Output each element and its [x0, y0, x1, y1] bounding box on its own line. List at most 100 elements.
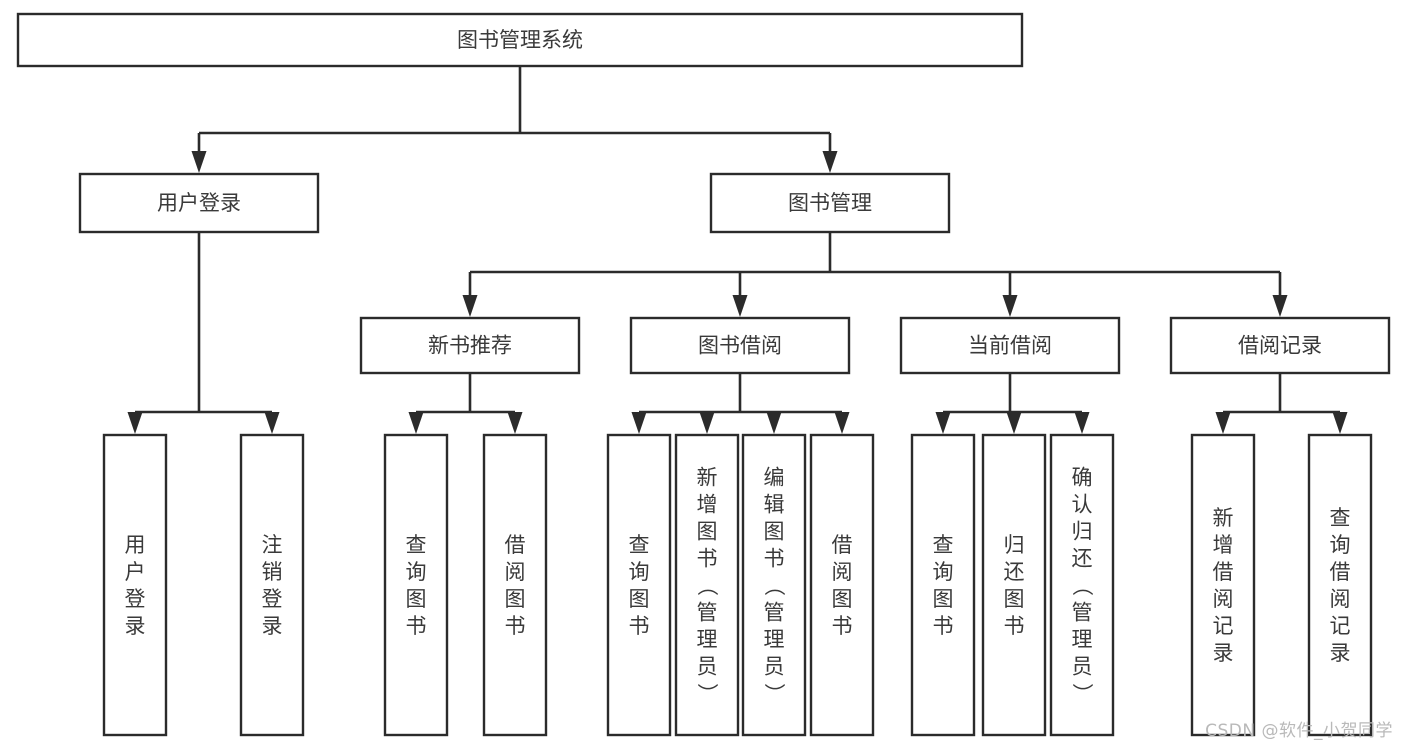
node-label-char: 记 [1213, 614, 1234, 638]
node-label-char: 录 [125, 614, 146, 638]
node-label-char: 员 [1072, 655, 1093, 679]
arrowhead [1215, 412, 1231, 434]
node-label-char: 记 [1330, 614, 1351, 638]
node-box-leaf-edit-book [741, 433, 807, 737]
node-book-borrow[interactable]: 图书借阅 [629, 316, 851, 375]
node-layer: 图书管理系统用户登录用户登录注销登录图书管理新书推荐查询图书借阅图书图书借阅查询… [16, 12, 1391, 737]
node-label-char: 确 [1072, 466, 1093, 490]
node-box-book-borrow [629, 316, 851, 375]
arrowhead [127, 412, 143, 434]
node-current-borrow[interactable]: 当前借阅 [899, 316, 1121, 375]
node-label-char: 归 [1004, 533, 1025, 557]
node-label-char: 阅 [1213, 587, 1234, 611]
node-label-char: 查 [933, 533, 954, 557]
arrowhead [1074, 412, 1090, 434]
node-label-char: ） [695, 683, 719, 704]
node-box-leaf-user-logout [239, 433, 305, 737]
node-label-char: 图 [764, 520, 785, 544]
node-label-char: 书 [933, 614, 954, 638]
node-label-char: 新 [697, 466, 718, 490]
node-box-leaf-borrow-book-1 [482, 433, 548, 737]
node-label-char: 询 [1330, 533, 1351, 557]
node-label-char: 录 [1213, 641, 1234, 665]
node-label-char: 员 [697, 655, 718, 679]
node-label-char: 登 [262, 587, 283, 611]
node-label-char: 借 [1213, 560, 1234, 584]
node-label-book-borrow: 图书借阅 [698, 334, 782, 358]
node-label-char: 认 [1072, 493, 1093, 517]
node-label-char: 图 [629, 587, 650, 611]
node-box-leaf-confirm-return [1049, 433, 1115, 737]
node-label-char: 图 [406, 587, 427, 611]
node-label-char: 图 [1004, 587, 1025, 611]
node-label-char: 图 [832, 587, 853, 611]
node-box-leaf-query-book-2 [606, 433, 672, 737]
node-label-char: 图 [697, 520, 718, 544]
node-new-book-recommend[interactable]: 新书推荐 [359, 316, 581, 375]
node-box-user-login [78, 172, 320, 234]
node-box-leaf-query-book-3 [910, 433, 976, 737]
node-label-char: 理 [1072, 628, 1093, 652]
node-borrow-record[interactable]: 借阅记录 [1169, 316, 1391, 375]
node-label-char: ） [762, 683, 786, 704]
node-label-char: 管 [1072, 601, 1093, 625]
node-user-login[interactable]: 用户登录 [78, 172, 320, 234]
arrowhead [462, 295, 478, 317]
connector-layer [127, 66, 1348, 434]
arrowhead [822, 151, 838, 173]
node-label-borrow-record: 借阅记录 [1238, 334, 1322, 358]
arrowhead [935, 412, 951, 434]
node-label-char: 还 [1072, 547, 1093, 571]
node-box-leaf-add-record [1190, 433, 1256, 737]
node-label-char: 阅 [832, 560, 853, 584]
node-root[interactable]: 图书管理系统 [16, 12, 1024, 68]
arrowhead [1002, 295, 1018, 317]
node-label-char: 借 [1330, 560, 1351, 584]
node-label-char: 增 [1213, 533, 1234, 557]
node-label-char: 借 [505, 533, 526, 557]
arrowhead [766, 412, 782, 434]
node-label-char: 注 [262, 533, 283, 557]
node-label-char: 书 [832, 614, 853, 638]
node-label-char: 录 [262, 614, 283, 638]
node-box-leaf-query-book-1 [383, 433, 449, 737]
arrowhead [699, 412, 715, 434]
node-box-leaf-return-book [981, 433, 1047, 737]
node-label-char: 阅 [1330, 587, 1351, 611]
node-label-char: 辑 [764, 493, 785, 517]
node-label-char: 登 [125, 587, 146, 611]
node-label-char: 用 [125, 533, 146, 557]
node-label-char: （ [762, 575, 786, 596]
node-label-char: 编 [764, 466, 785, 490]
node-label-char: 图 [505, 587, 526, 611]
node-label-user-login: 用户登录 [157, 191, 241, 215]
node-label-new-book-recommend: 新书推荐 [428, 334, 512, 358]
node-box-root [16, 12, 1024, 68]
node-label-char: 询 [933, 560, 954, 584]
arrowhead [1006, 412, 1022, 434]
node-label-char: 书 [764, 547, 785, 571]
arrowhead [1332, 412, 1348, 434]
node-leaf-user-login[interactable]: 用户登录 [102, 433, 168, 737]
arrowhead [507, 412, 523, 434]
node-label-char: 查 [629, 533, 650, 557]
node-label-char: （ [1070, 575, 1094, 596]
node-label-root: 图书管理系统 [457, 28, 583, 52]
node-book-management[interactable]: 图书管理 [709, 172, 951, 234]
node-box-leaf-user-login [102, 433, 168, 737]
node-label-char: 新 [1213, 506, 1234, 530]
